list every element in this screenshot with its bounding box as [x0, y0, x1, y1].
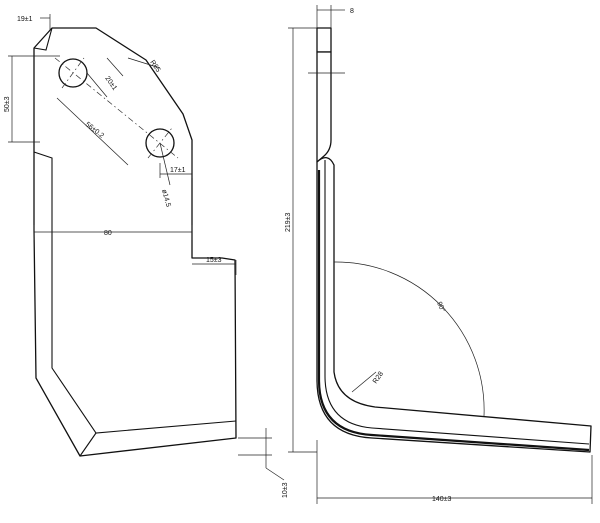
dim-thickness: 8 [350, 8, 354, 15]
blade-bevel-edge [79, 432, 97, 457]
dim-bottom-thickness: 10±3 [282, 482, 289, 498]
blade-front-outline [33, 27, 237, 457]
side-blade-outline [316, 157, 592, 453]
side-top-flange [316, 27, 332, 53]
dim-tip-width: 19±1 [17, 16, 33, 23]
dim-length: 140±3 [432, 496, 452, 503]
side-view: 8 219±3 90° R28 140±3 [285, 5, 593, 504]
dim-hole-diameter: ø14.5 [160, 189, 171, 208]
dim-bend-radius: R28 [372, 371, 385, 386]
side-blade-front-edge [317, 170, 590, 452]
dim-height: 219±3 [285, 212, 292, 232]
dim-hole-height: 50±3 [4, 96, 11, 112]
upper-hole-axis [61, 57, 85, 89]
side-blade-inner-edge [324, 160, 590, 445]
top-chamfer-edge [33, 27, 53, 51]
dim-width: 80 [104, 230, 112, 237]
dim-angle: 90° [435, 300, 447, 313]
blade-inner-edge [33, 151, 237, 434]
angle-arc [333, 261, 485, 417]
dim-edge-to-hole: 17±1 [170, 167, 186, 174]
side-shank [316, 51, 332, 163]
dim-step: 15±3 [206, 257, 222, 264]
front-view: 19±1 50±3 20±1 R65 56±0.2 17±1 ø14.5 80 [4, 14, 289, 498]
